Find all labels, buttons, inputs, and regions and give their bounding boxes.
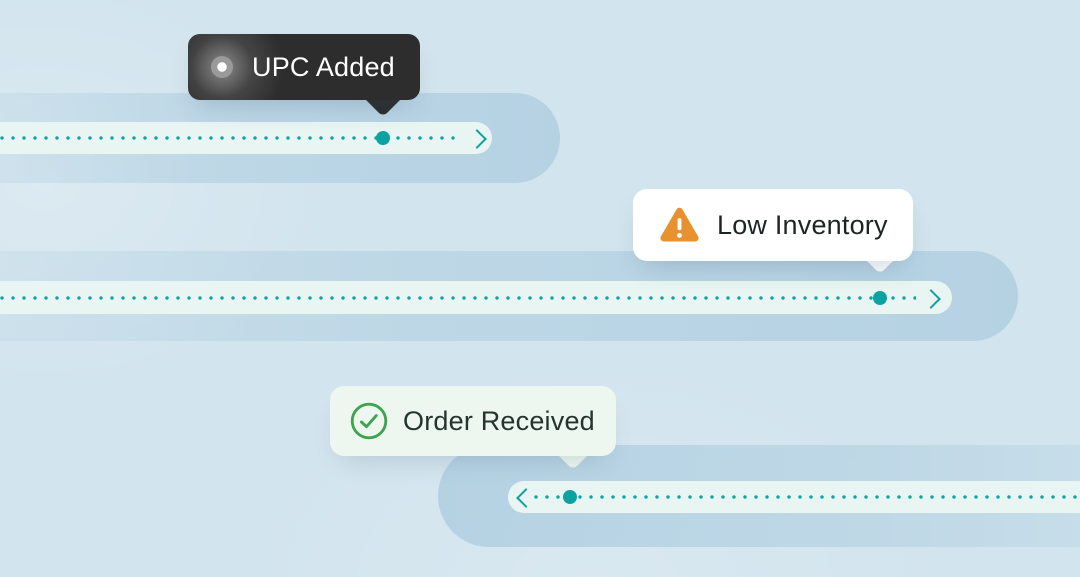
warning-icon xyxy=(659,207,700,244)
badge-order-received: Order Received xyxy=(330,386,616,456)
badge-low-inventory: Low Inventory xyxy=(633,189,913,261)
status-dot-icon xyxy=(211,56,233,78)
badge-label: UPC Added xyxy=(252,51,395,82)
badge-upc-added: UPC Added xyxy=(188,34,420,100)
dotted-path-inventory xyxy=(0,296,916,300)
badge-label: Order Received xyxy=(403,405,595,436)
dotted-path-upc xyxy=(0,136,462,140)
check-circle-icon xyxy=(350,402,388,440)
dotted-path-order xyxy=(534,495,1080,499)
progress-dot-upc xyxy=(376,131,390,145)
progress-dot-inventory xyxy=(873,291,887,305)
badge-label: Low Inventory xyxy=(717,209,888,240)
progress-dot-order xyxy=(563,490,577,504)
